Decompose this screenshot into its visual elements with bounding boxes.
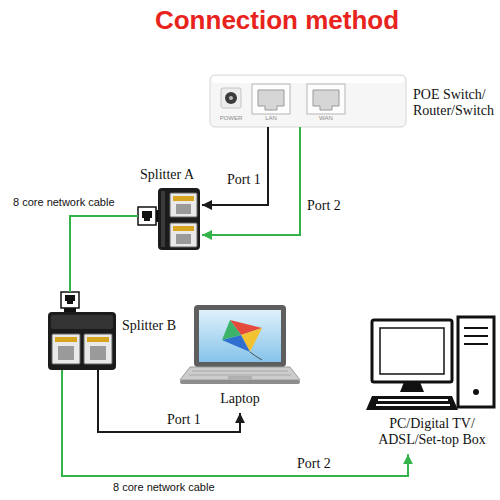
splitter: Splitter A bbox=[138, 188, 200, 250]
laptop: Laptop bbox=[180, 305, 300, 411]
pc-picture bbox=[380, 328, 444, 374]
label-holder: Splitter B bbox=[122, 318, 192, 334]
splitter-a-device bbox=[176, 204, 191, 214]
port-label: Port 2 bbox=[296, 456, 332, 472]
pc-picture bbox=[458, 317, 494, 407]
splitter-b-device bbox=[55, 337, 77, 342]
splitter: Splitter B bbox=[48, 292, 116, 370]
pc-picture bbox=[464, 335, 488, 337]
splitter-a-device bbox=[158, 188, 200, 250]
splitter-b-device bbox=[61, 292, 79, 308]
node-label: PC/Digital TV/ ADSL/Set-top Box bbox=[376, 416, 488, 448]
splitter-b-device bbox=[51, 315, 113, 329]
node-label: Splitter A bbox=[140, 167, 210, 183]
pc-picture bbox=[372, 320, 452, 382]
label-holder: Laptop bbox=[180, 391, 300, 407]
splitter-a-device bbox=[142, 211, 152, 221]
pc-picture bbox=[376, 404, 450, 406]
splitter-a-device bbox=[138, 207, 156, 225]
port-label: 8 core network cable bbox=[12, 196, 116, 209]
cable-connector bbox=[202, 127, 268, 205]
laptop-picture bbox=[199, 310, 281, 362]
node-label: Laptop bbox=[180, 391, 300, 407]
laptop-picture bbox=[180, 367, 300, 380]
node-label: Splitter B bbox=[122, 318, 192, 334]
title-holder: Connection method bbox=[0, 6, 500, 36]
pc-picture bbox=[400, 382, 424, 392]
switch-device bbox=[307, 84, 345, 114]
laptop-picture bbox=[250, 352, 262, 360]
laptop-picture bbox=[189, 375, 291, 376]
switch-device bbox=[313, 90, 339, 110]
cable-connector bbox=[70, 216, 138, 292]
cable-connector bbox=[98, 370, 240, 432]
pc-picture bbox=[378, 399, 448, 401]
pc-station: PC/Digital TV/ ADSL/Set-top Box bbox=[368, 315, 496, 452]
label-holder: Port 2 bbox=[296, 456, 332, 472]
switch-device bbox=[210, 75, 406, 127]
label-holder: Port 1 bbox=[166, 412, 202, 428]
node-label: POE Switch/ Router/Switch bbox=[413, 87, 497, 119]
label-holder: POWER bbox=[216, 115, 246, 122]
splitter-b-device bbox=[87, 337, 109, 342]
label-holder: LAN bbox=[256, 115, 286, 122]
cable-connector bbox=[62, 370, 408, 476]
switch-device bbox=[229, 96, 233, 100]
splitter-b-device bbox=[84, 334, 112, 364]
pc-picture bbox=[366, 317, 494, 410]
pc-picture bbox=[464, 327, 488, 329]
switch-device bbox=[252, 84, 290, 114]
switch-device bbox=[221, 88, 241, 108]
cable-connector bbox=[202, 127, 300, 235]
label-holder: 8 core network cable bbox=[12, 196, 116, 209]
splitter-a-device bbox=[176, 234, 191, 244]
label-holder: WAN bbox=[311, 115, 341, 122]
splitter-a-device bbox=[173, 226, 194, 231]
label-holder: 8 core network cable bbox=[113, 481, 263, 494]
port-label: Port 1 bbox=[226, 172, 262, 188]
splitter-b-device bbox=[48, 292, 116, 370]
caption-label: WAN bbox=[311, 115, 341, 122]
laptop-picture bbox=[180, 305, 300, 384]
caption-label: 8 core network cable bbox=[113, 481, 263, 494]
splitter-a-device bbox=[170, 193, 197, 217]
switch-device bbox=[210, 75, 406, 127]
label-holder: PC/Digital TV/ ADSL/Set-top Box bbox=[376, 416, 488, 448]
splitter-a-device bbox=[161, 191, 165, 247]
title: Connection method bbox=[54, 6, 500, 36]
port-label: Port 2 bbox=[306, 198, 342, 214]
switch-device bbox=[212, 76, 404, 83]
label-holder: Port 1 bbox=[226, 172, 262, 188]
pc-picture bbox=[366, 396, 458, 410]
switch-device bbox=[225, 92, 237, 104]
port-label: Port 1 bbox=[166, 412, 202, 428]
laptop-picture bbox=[180, 380, 300, 384]
label-holder: Port 2 bbox=[306, 198, 342, 214]
laptop-picture bbox=[228, 376, 252, 379]
splitter-a-device bbox=[170, 223, 197, 247]
splitter-b-device bbox=[48, 312, 116, 370]
laptop-picture bbox=[194, 305, 286, 367]
splitter-b-device bbox=[90, 346, 106, 360]
laptop-picture bbox=[222, 320, 241, 340]
caption-label: POWER bbox=[216, 115, 246, 122]
laptop-picture bbox=[192, 371, 288, 372]
splitter-b-device bbox=[65, 295, 75, 304]
label-holder: Splitter A bbox=[140, 167, 210, 183]
splitter-a-device bbox=[173, 196, 194, 201]
splitter-b-device bbox=[58, 346, 74, 360]
caption-label: LAN bbox=[256, 115, 286, 122]
pc-picture bbox=[464, 343, 488, 345]
splitter-a-device bbox=[138, 188, 200, 250]
splitter-b-device bbox=[52, 334, 80, 364]
pc-picture bbox=[473, 389, 479, 395]
switch-device bbox=[258, 90, 284, 110]
label-holder: POE Switch/ Router/Switch bbox=[413, 87, 497, 119]
